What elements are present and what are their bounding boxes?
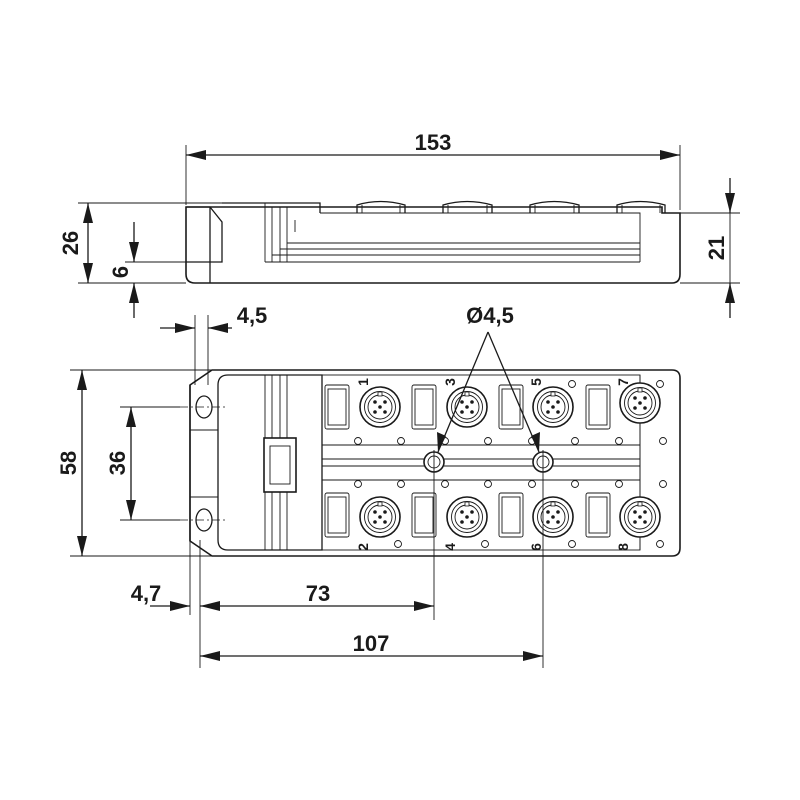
top-view: 1 3 5 7 2 4 6 8: [189, 369, 681, 557]
dimension-label-73: 73: [306, 581, 330, 606]
dimension-label-diameter: Ø4,5: [466, 303, 514, 328]
port-4-socket: [446, 496, 488, 538]
port-6-socket: [532, 496, 574, 538]
port-1-socket: [359, 386, 401, 428]
port-label-5: 5: [528, 378, 544, 386]
dimension-label-6: 6: [108, 266, 133, 278]
side-connector-3: [529, 200, 580, 213]
port-label-3: 3: [442, 378, 458, 386]
port-label-4: 4: [442, 543, 458, 551]
port-5-socket: [532, 386, 574, 428]
status-dots: [354, 380, 667, 548]
dimension-hole-distance-107: 107: [200, 631, 543, 661]
port-label-8: 8: [615, 543, 631, 551]
dimension-label-107: 107: [353, 631, 390, 656]
dimension-overall-width: 58: [56, 369, 212, 557]
dimension-label-21: 21: [704, 236, 729, 260]
port-label-2: 2: [355, 543, 371, 551]
dimension-label-4-5: 4,5: [237, 303, 268, 328]
dimension-overall-length: 153: [185, 130, 681, 210]
side-connector-2: [442, 200, 493, 213]
port-7-socket: [619, 382, 661, 424]
dimension-slot-width: 4,5: [160, 303, 267, 385]
dimension-hole-diameter: Ø4,5: [437, 303, 540, 453]
side-connector-1: [356, 200, 406, 213]
dimension-hole-distance-73: 73: [200, 581, 434, 611]
dimension-label-153: 153: [415, 130, 452, 155]
dimension-label-58: 58: [56, 451, 81, 475]
dimension-label-26: 26: [58, 231, 83, 255]
dimension-edge-offset: 4,7: [131, 581, 190, 611]
dimension-label-4-7: 4,7: [131, 581, 162, 606]
dimension-base-height: 6: [108, 222, 186, 318]
center-lines: [180, 406, 544, 668]
dimension-connector-height: 21: [680, 178, 740, 318]
port-3-socket: [446, 386, 488, 428]
port-label-6: 6: [528, 543, 544, 551]
port-label-1: 1: [355, 378, 371, 386]
port-8-socket: [619, 496, 661, 538]
side-connector-4: [616, 200, 666, 213]
port-label-7: 7: [615, 378, 631, 386]
port-2-socket: [359, 496, 401, 538]
dimension-label-36: 36: [105, 451, 130, 475]
dimension-hole-spacing: 36: [105, 406, 180, 521]
side-view: [185, 200, 681, 284]
dimension-side-height: 26: [58, 202, 222, 284]
